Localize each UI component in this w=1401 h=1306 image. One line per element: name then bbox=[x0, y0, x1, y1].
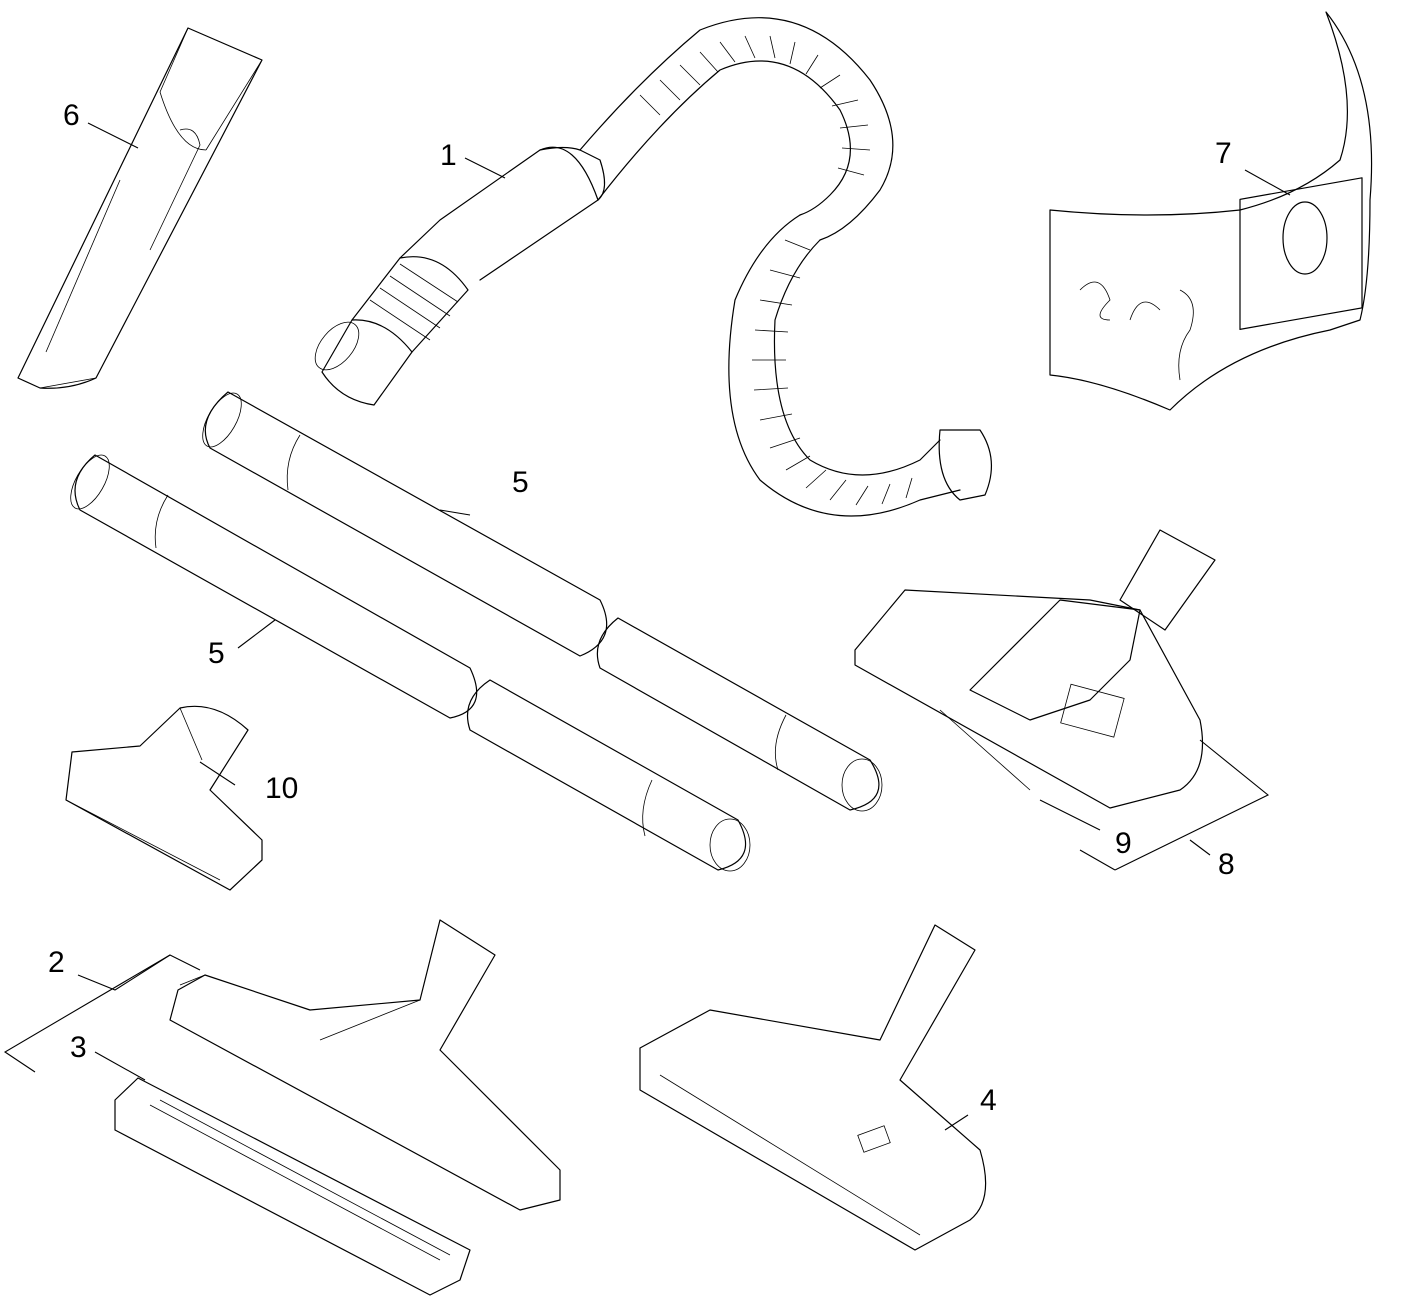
callout-6: 6 bbox=[63, 99, 80, 132]
callout-4: 4 bbox=[980, 1084, 997, 1117]
upholstery-nozzle bbox=[65, 705, 263, 891]
callout-1: 1 bbox=[440, 139, 457, 172]
callout-3: 3 bbox=[70, 1031, 87, 1064]
floor-nozzle bbox=[854, 529, 1216, 809]
callout-10: 10 bbox=[265, 772, 298, 805]
callout-2: 2 bbox=[48, 946, 65, 979]
filter-bag bbox=[1049, 11, 1373, 411]
callout-8: 8 bbox=[1218, 848, 1235, 881]
suction-tube-lower bbox=[70, 454, 751, 872]
callout-7: 7 bbox=[1215, 137, 1232, 170]
combination-floor-nozzle bbox=[639, 924, 987, 1251]
callout-5-lower: 5 bbox=[208, 637, 225, 670]
leader-lines bbox=[3, 122, 1291, 1131]
callout-9: 9 bbox=[1115, 827, 1132, 860]
suction-hose bbox=[314, 17, 993, 517]
callout-5-upper: 5 bbox=[512, 466, 529, 499]
suction-tube-upper bbox=[202, 391, 883, 812]
wet-floor-nozzle bbox=[169, 919, 561, 1211]
brush-strip bbox=[114, 1077, 471, 1296]
crevice-nozzle bbox=[17, 27, 263, 389]
